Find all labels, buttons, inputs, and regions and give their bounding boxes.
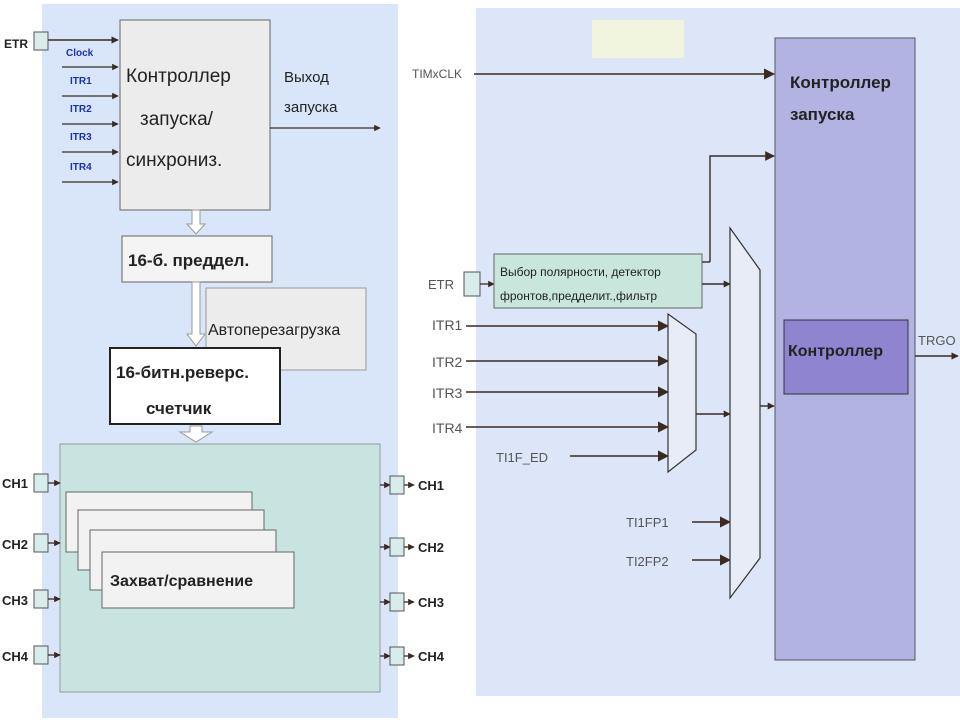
ti1fp1-label: TI1FP1 [626,515,669,530]
itr4-label: ITR4 [70,162,92,173]
trigger-controller-line2: запуска/ [140,109,214,130]
down-arrow-3 [178,425,214,443]
trigger-multiplexer [729,226,761,600]
ch1-in-label: CH1 [2,476,28,491]
inner-controller [783,319,909,395]
autoreload-label: Автоперезагрузка [208,322,340,339]
channel-inputs: CH1 CH2 CH3 CH4 [2,473,61,665]
counter-line1: 16-битн.реверс. [116,363,249,382]
counter-block [109,347,281,425]
trigger-output-line2: запуска [284,99,338,116]
ti2fp2-label: TI2FP2 [626,554,669,569]
right-trigger-line1: Контроллер [790,73,891,92]
itr1-label: ITR1 [70,76,92,87]
etr-pin [33,31,49,51]
counter-line2: счетчик [146,399,212,418]
ch2-in-label: CH2 [2,537,28,552]
itr2-label: ITR2 [70,104,92,115]
timxclk-label: TIMxCLK [412,67,462,81]
ch3-out-label: CH3 [418,595,444,610]
right-etr-pin [463,271,481,297]
trigger-sync-controller [119,19,271,211]
clock-label: Clock [66,48,94,59]
trgo-label: TRGO [918,333,956,348]
ch4-out-label: CH4 [418,649,445,664]
right-itr4-label: ITR4 [432,420,463,436]
right-itr3-label: ITR3 [432,385,463,401]
prescaler-label: 16-б. преддел. [128,251,249,270]
channel-outputs: CH1 CH2 CH3 CH4 [380,475,445,666]
itr-multiplexer [667,312,697,474]
polarity-line2: фронтов,предделит.,фильтр [500,289,657,303]
down-arrow-1 [185,209,207,235]
trigger-output-line1: Выход [284,69,329,86]
inner-controller-label: Контроллер [788,343,883,360]
trigger-controller-line1: Контроллер [126,66,231,87]
itr3-label: ITR3 [70,132,92,143]
right-etr-label: ETR [428,277,454,292]
right-trigger-line2: запуска [790,105,855,124]
trigger-controller-line3: синхрониз. [126,150,222,171]
down-arrow-2 [186,281,206,347]
capture-compare-label: Захват/сравнение [110,573,253,590]
ch4-in-label: CH4 [2,649,29,664]
yellow-tag [592,20,684,58]
right-itr1-label: ITR1 [432,317,463,333]
prescaler-block [121,235,273,283]
ch1-out-label: CH1 [418,478,444,493]
ti1f-ed-label: TI1F_ED [496,450,548,465]
capture-stack-4 [101,551,295,609]
polarity-line1: Выбор полярности, детектор [500,265,661,279]
ch2-out-label: CH2 [418,540,444,555]
right-itr2-label: ITR2 [432,354,463,370]
ch3-in-label: CH3 [2,593,28,608]
etr-label: ETR [4,37,28,51]
polarity-filter-block [493,253,703,309]
